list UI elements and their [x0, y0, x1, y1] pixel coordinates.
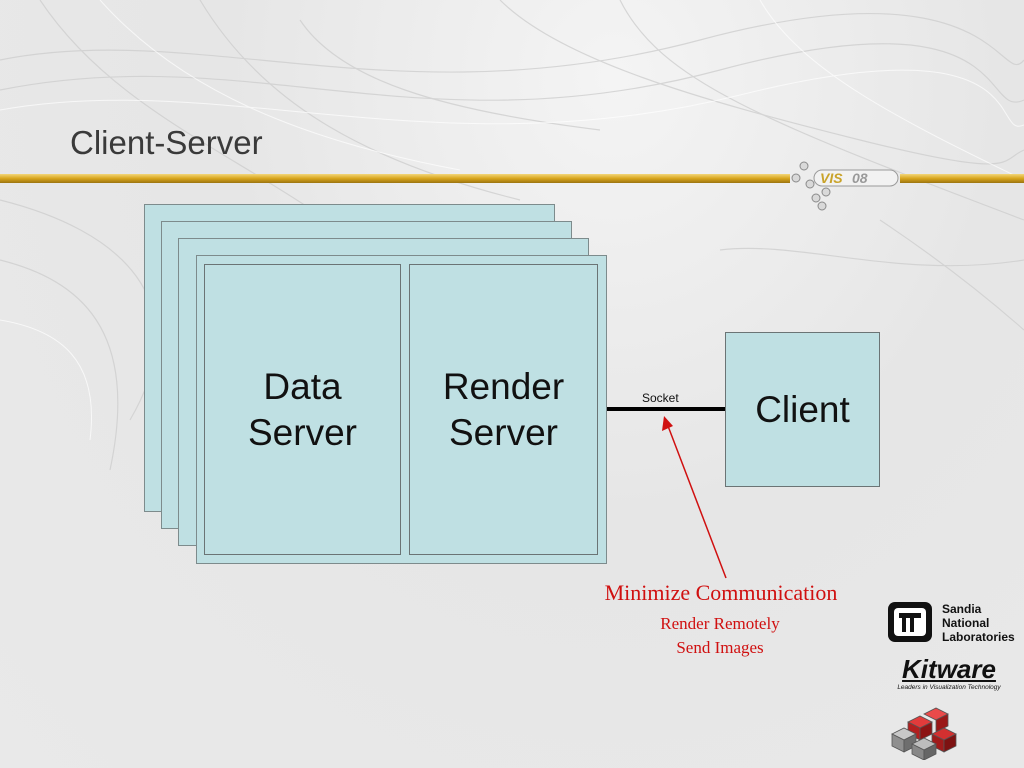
annotation-line-2: Send Images: [676, 638, 764, 657]
sandia-name-1: Sandia: [942, 602, 982, 616]
client-box: Client: [725, 332, 880, 487]
socket-connection-line: [607, 407, 726, 411]
data-server-box: Data Server: [204, 264, 401, 555]
sandia-logo: Sandia National Laboratories: [888, 602, 1015, 644]
kitware-logo: Kitware Leaders in Visualization Technol…: [888, 655, 1010, 695]
socket-label: Socket: [642, 391, 679, 405]
data-server-label-1: Data: [263, 365, 342, 407]
gold-divider: [0, 174, 1024, 183]
render-server-label-1: Render: [442, 365, 565, 407]
svg-text:VIS: VIS: [820, 170, 843, 186]
data-server-label-2: Server: [248, 411, 357, 453]
annotation-main: Minimize Communication: [604, 580, 838, 605]
cubes-logo: [891, 707, 957, 760]
kitware-name: Kitware: [902, 654, 996, 684]
slide-title: Client-Server: [70, 124, 263, 161]
svg-text:08: 08: [852, 170, 868, 186]
client-label: Client: [755, 388, 850, 430]
sandia-name-2: National: [942, 616, 989, 630]
render-server-box: Render Server: [409, 264, 598, 555]
annotation-line-1: Render Remotely: [660, 614, 780, 633]
render-server-label-2: Server: [449, 411, 558, 453]
vis08-logo: VIS 08: [791, 161, 899, 211]
kitware-tagline: Leaders in Visualization Technology: [897, 684, 1001, 691]
sandia-name-3: Laboratories: [942, 630, 1015, 644]
